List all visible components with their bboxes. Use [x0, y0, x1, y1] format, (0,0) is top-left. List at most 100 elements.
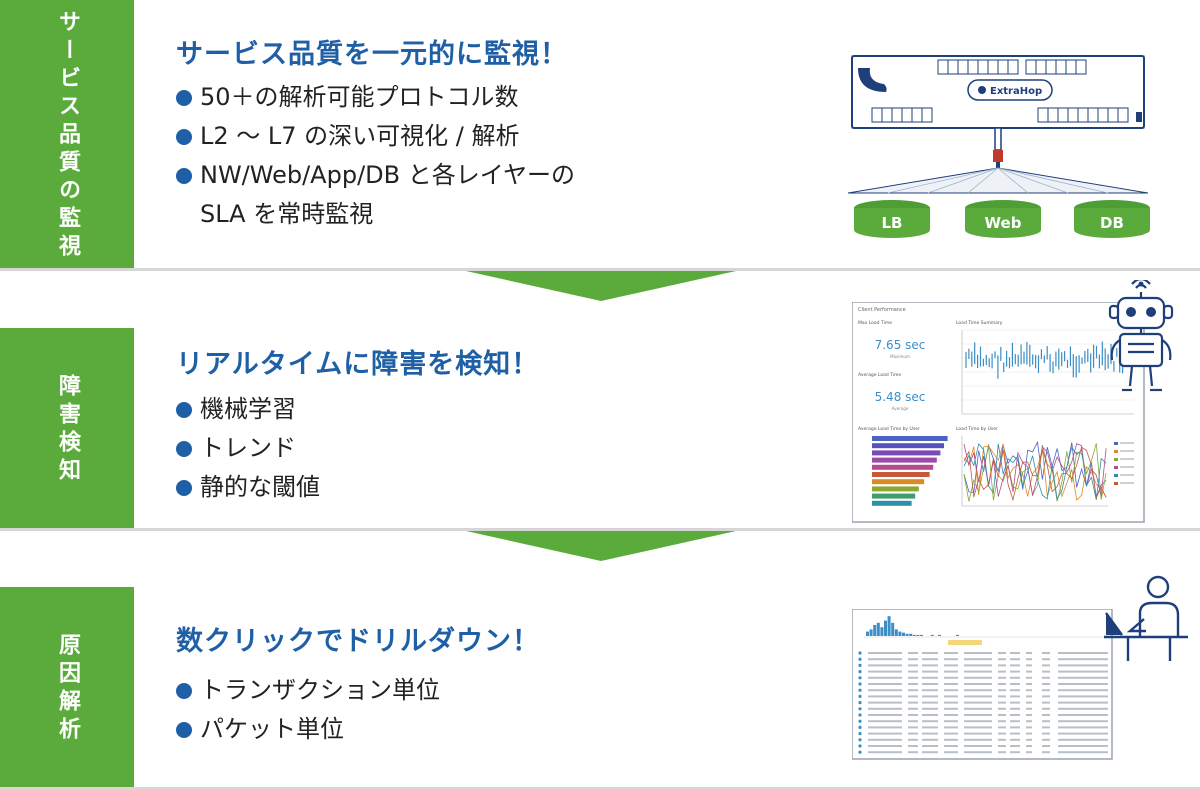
table-cell [1042, 676, 1050, 679]
row-status-icon [858, 713, 862, 717]
table-cell [1010, 689, 1020, 692]
table-cell [944, 745, 958, 747]
tier-label: DB [1100, 214, 1124, 232]
table-cell [998, 683, 1006, 685]
histogram-bar [866, 631, 869, 636]
histogram-bar [880, 627, 884, 636]
table-cell [1058, 670, 1108, 673]
bullet-dot-icon [176, 90, 192, 106]
table-cell [1042, 745, 1050, 747]
table-cell [1058, 707, 1108, 710]
table-cell [998, 714, 1006, 716]
row-status-icon [858, 750, 862, 754]
table-cell [1058, 676, 1108, 679]
table-cell [868, 745, 902, 747]
table-cell [922, 683, 938, 685]
table-cell [1042, 714, 1050, 716]
table-cell [1058, 751, 1108, 754]
table-cell [1058, 652, 1108, 654]
bullet-item: トレンド [176, 429, 320, 468]
table-cell [1058, 732, 1108, 735]
table-cell [964, 652, 992, 654]
handle-icon [858, 68, 887, 92]
table-cell [1042, 751, 1050, 754]
by-user-chart-title: Load Time by User [956, 426, 998, 432]
user-bar [872, 479, 925, 485]
section-root-cause: 原因解析 数クリックでドリルダウン！ トランザクション単位 パケット単位 [0, 575, 1200, 790]
table-cell [1042, 726, 1050, 729]
table-cell [868, 726, 902, 729]
legend-text [1120, 442, 1134, 444]
histogram-bar [902, 632, 905, 636]
table-cell [868, 738, 902, 741]
table-cell [868, 652, 902, 654]
row-status-icon [858, 651, 862, 655]
table-cell [908, 670, 918, 673]
user-bar [872, 457, 937, 463]
table-cell [998, 676, 1006, 679]
histogram-bar [876, 622, 880, 636]
bullet-dot-icon [176, 441, 192, 457]
section-heading: リアルタイムに障害を検知！ [176, 349, 540, 380]
side-label: 障害検知 [55, 373, 80, 486]
table-cell [1042, 664, 1050, 667]
histogram-bar [912, 634, 916, 636]
row-status-icon [858, 707, 862, 711]
avg-panel-title: Average Load Time [858, 372, 901, 378]
cable-icon [994, 127, 1002, 151]
table-cell [1058, 658, 1108, 661]
table-cell [964, 695, 992, 698]
histogram-bar [894, 629, 898, 636]
side-label: 原因解析 [55, 632, 80, 745]
flow-arrow [466, 531, 736, 561]
tier-label: Web [985, 214, 1022, 232]
bullet-dot-icon [176, 722, 192, 738]
table-cell [964, 751, 992, 754]
table-cell [922, 738, 938, 741]
legend-text [1120, 466, 1134, 468]
section-fault-detection: 障害検知 リアルタイムに障害を検知！ 機械学習 トレンド 静的な閾値 Clien… [0, 280, 1200, 531]
table-cell [998, 695, 1006, 698]
avg-value: 5.48 sec [875, 390, 926, 404]
table-cell [998, 720, 1006, 723]
table-cell [964, 745, 992, 747]
table-cell [922, 664, 938, 667]
table-cell [998, 726, 1006, 729]
table-cell [908, 714, 918, 716]
table-cell [1058, 726, 1108, 729]
brand-badge [967, 79, 1053, 101]
table-cell [998, 652, 1006, 654]
table-cell [998, 745, 1006, 747]
table-cell [1042, 695, 1050, 698]
histogram-bar [909, 633, 913, 636]
table-cell [868, 714, 902, 716]
row-status-icon [858, 694, 862, 698]
histogram-bar [891, 622, 895, 636]
row-status-icon [858, 744, 862, 748]
legend-text [1120, 450, 1134, 452]
bullet-item: 機械学習 [176, 390, 320, 429]
table-cell [922, 720, 938, 723]
table-cell [964, 670, 992, 673]
row-status-icon [858, 738, 862, 742]
table-cell [1026, 683, 1032, 685]
brand-label: ExtraHop [990, 86, 1042, 97]
table-cell [1010, 701, 1020, 704]
bullet-item: NW/Web/App/DB と各レイヤーの [176, 156, 575, 195]
table-cell [1010, 695, 1020, 698]
histogram-bars [866, 616, 959, 636]
table-cell [1026, 701, 1032, 704]
table-cell [922, 676, 938, 679]
table-cell [1058, 689, 1108, 692]
by-user-legend [1114, 442, 1134, 485]
table-cell [1010, 745, 1020, 747]
table-cell [868, 695, 902, 698]
legend-text [1120, 482, 1134, 484]
section-service-quality: サービス品質の監視 サービス品質を一元的に監視！ 50＋の解析可能プロトコル数 … [0, 0, 1200, 271]
table-cell [1042, 652, 1050, 654]
table-cell [1010, 664, 1020, 667]
table-cell [1026, 670, 1032, 673]
dashboard-header: Client Performance [858, 307, 906, 313]
table-cell [1026, 751, 1032, 754]
table-cell [964, 664, 992, 667]
